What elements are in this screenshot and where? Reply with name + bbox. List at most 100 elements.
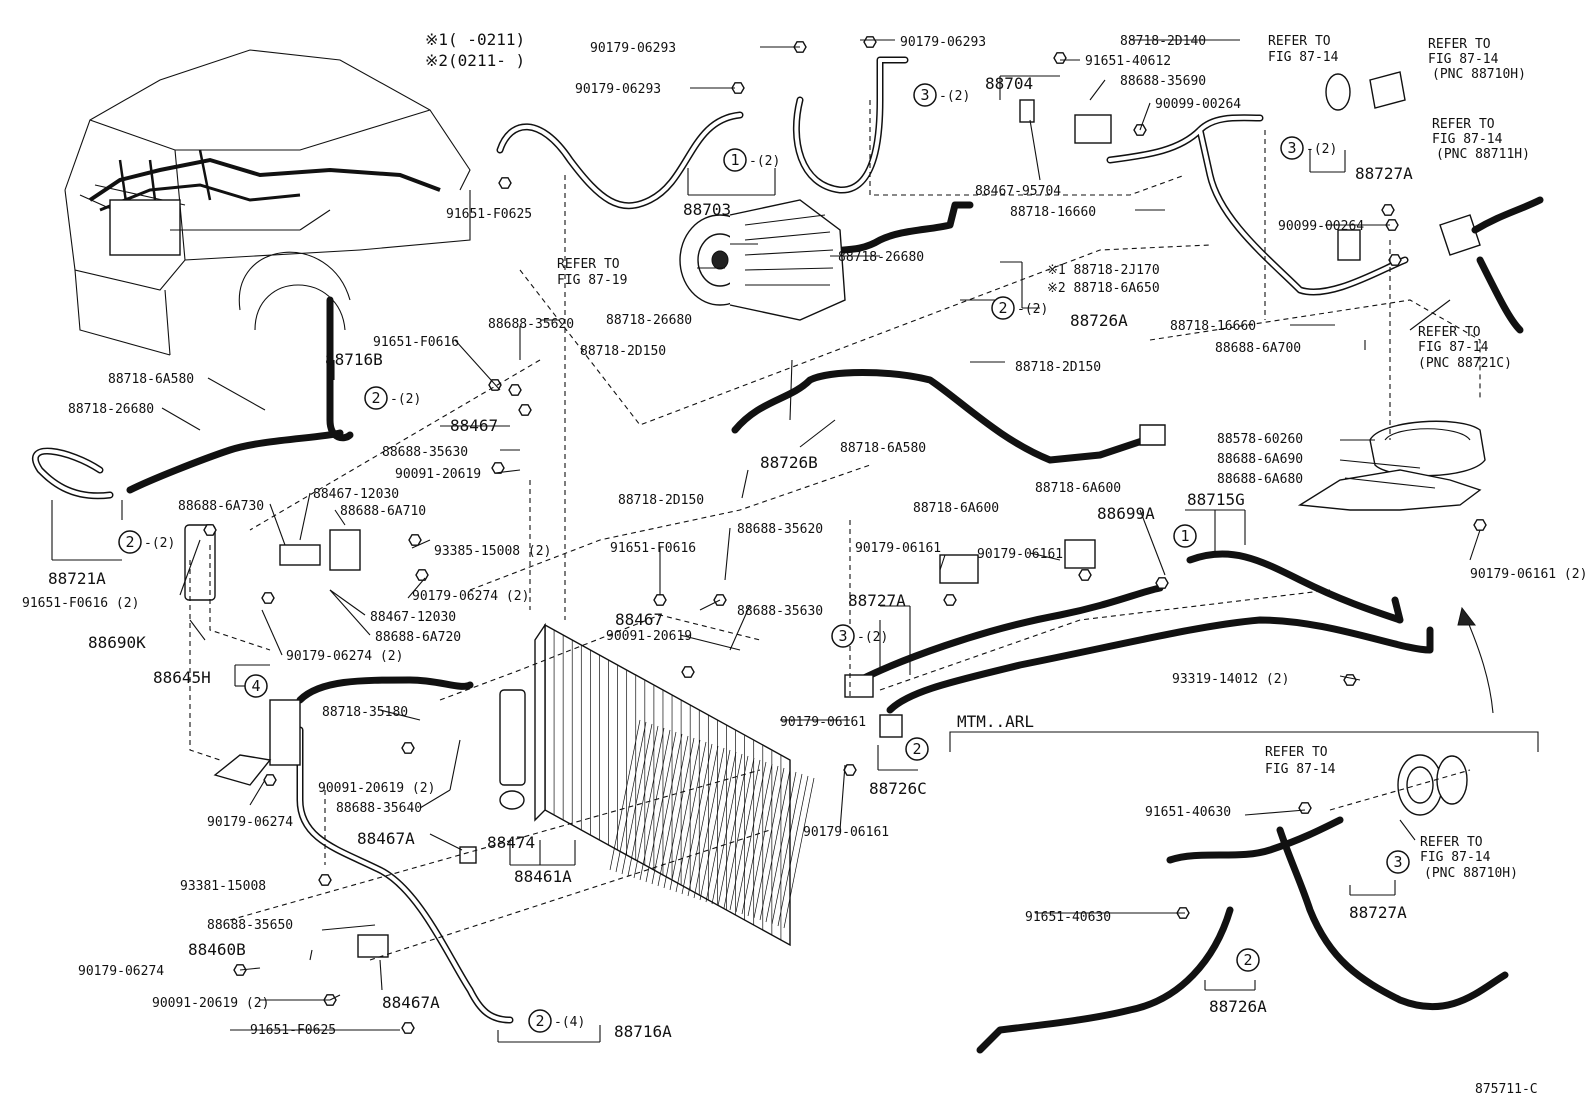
part-label: 90179-06161 [977, 547, 1063, 562]
part-label: 90179-06161 [855, 541, 941, 556]
leader-line [1339, 459, 1421, 469]
receiver-drier [499, 689, 526, 786]
part-label: FIG 87-14 [1432, 132, 1503, 147]
part-label: 88718-6A580 [840, 441, 926, 456]
leader-line [429, 833, 463, 851]
part-label: 91651-40612 [1085, 54, 1171, 69]
part-label: 88718-2D150 [1015, 360, 1101, 375]
part-label: 88726C [869, 779, 927, 798]
leader-line [1244, 809, 1306, 816]
condenser-shade [753, 767, 785, 919]
callout-number: 2 [125, 533, 134, 551]
leader-line [729, 604, 751, 651]
part-label: 88645H [153, 668, 211, 687]
condenser-shade [675, 741, 707, 893]
leader-line [1029, 552, 1061, 561]
callout-quantity: -(2) [1306, 142, 1337, 157]
bolt-icon [1388, 254, 1402, 266]
callout-circle [1280, 136, 1304, 160]
part-label: 88718-16660 [1010, 205, 1096, 220]
part-label: 88718-2D150 [580, 344, 666, 359]
leader-line [699, 599, 721, 611]
part-label: 88727A [1355, 164, 1413, 183]
part-label: 88716B [325, 350, 383, 369]
leader-line [1339, 675, 1361, 681]
part-label: 88703 [683, 200, 731, 219]
part-label: 88467A [382, 993, 440, 1012]
bolt-icon [401, 1022, 415, 1034]
part-label: 90179-06293 [900, 35, 986, 50]
part-label: 90179-06274 [207, 815, 293, 830]
part-label: 90179-06161 (2) [1470, 567, 1587, 582]
condenser-shade [783, 777, 815, 929]
condenser-shade [645, 731, 677, 883]
part-label: REFER TO [1432, 117, 1495, 132]
figure-code: 875711-C [1475, 1082, 1538, 1097]
inset-compressor [1397, 754, 1468, 816]
leader-line [309, 949, 313, 961]
part-label: 88688-35630 [737, 604, 823, 619]
arrow-head [1457, 606, 1477, 626]
bolt-icon [1053, 52, 1067, 64]
leader-lines [51, 39, 1481, 1043]
condenser-shade [657, 735, 689, 887]
part-label: 88718-6A600 [913, 501, 999, 516]
callout-number: 2 [998, 299, 1007, 317]
callout-quantity: -(2) [1017, 302, 1048, 317]
condenser-shade [639, 729, 671, 881]
callout-circle [723, 148, 747, 172]
callout-circle [118, 530, 142, 554]
bolt-icon [508, 384, 522, 396]
part-label: FIG 87-14 [1418, 340, 1489, 355]
leader-line [249, 779, 266, 806]
callout-number: 3 [920, 86, 929, 104]
part-label: FIG 87-14 [1428, 52, 1499, 67]
part-label: 88727A [848, 591, 906, 610]
part-label: 88688-35690 [1120, 74, 1206, 89]
leader-line [724, 527, 731, 581]
part-label: 88578-60260 [1217, 432, 1303, 447]
callout-quantity: -(2) [390, 392, 421, 407]
part-label: 91651-40630 [1025, 910, 1111, 925]
leader-line [189, 619, 206, 641]
callout-circle [831, 624, 855, 648]
condenser-shade [651, 733, 683, 885]
part-label: 88718-6A600 [1035, 481, 1121, 496]
part-label: REFER TO [1265, 745, 1328, 760]
part-label: 90091-20619 (2) [152, 996, 269, 1011]
leader-line [269, 503, 286, 546]
leader-line [329, 994, 341, 1001]
bolt-icon [1155, 577, 1169, 589]
part-label: 88718-2D140 [1120, 34, 1206, 49]
callout-number: 2 [1243, 951, 1252, 969]
bolt-icon [263, 774, 277, 786]
leader-line [494, 469, 521, 474]
leader-line [1139, 509, 1166, 576]
leader-line [379, 709, 421, 721]
part-label: 88718-26680 [838, 250, 924, 265]
part-label: REFER TO [1428, 37, 1491, 52]
part-label: 90179-06293 [590, 41, 676, 56]
leader-line [1399, 819, 1416, 841]
part-label: (PNC 88711H) [1436, 147, 1530, 162]
part-label: 90179-06274 (2) [286, 649, 403, 664]
part-label: 91651-F0616 (2) [22, 596, 139, 611]
bolt-icon [681, 666, 695, 678]
callout-quantity: -(4) [554, 1015, 585, 1030]
part-label: 88688-6A700 [1215, 341, 1301, 356]
inset-frame [949, 731, 1539, 752]
bolt-icon [1298, 802, 1312, 814]
callout-circle [913, 83, 937, 107]
part-label: 88474 [487, 833, 535, 852]
leader-line [419, 789, 451, 809]
condenser-shade [717, 755, 749, 907]
leader-line [1469, 529, 1481, 561]
callout-number: 2 [912, 740, 921, 758]
cushion-part [1297, 420, 1486, 511]
leader-line [239, 967, 261, 971]
vehicle-illustration [64, 49, 471, 356]
condenser-shade [735, 761, 767, 913]
condenser-shade [729, 759, 761, 911]
part-label: 88690K [88, 633, 146, 652]
arrow [1464, 614, 1494, 714]
